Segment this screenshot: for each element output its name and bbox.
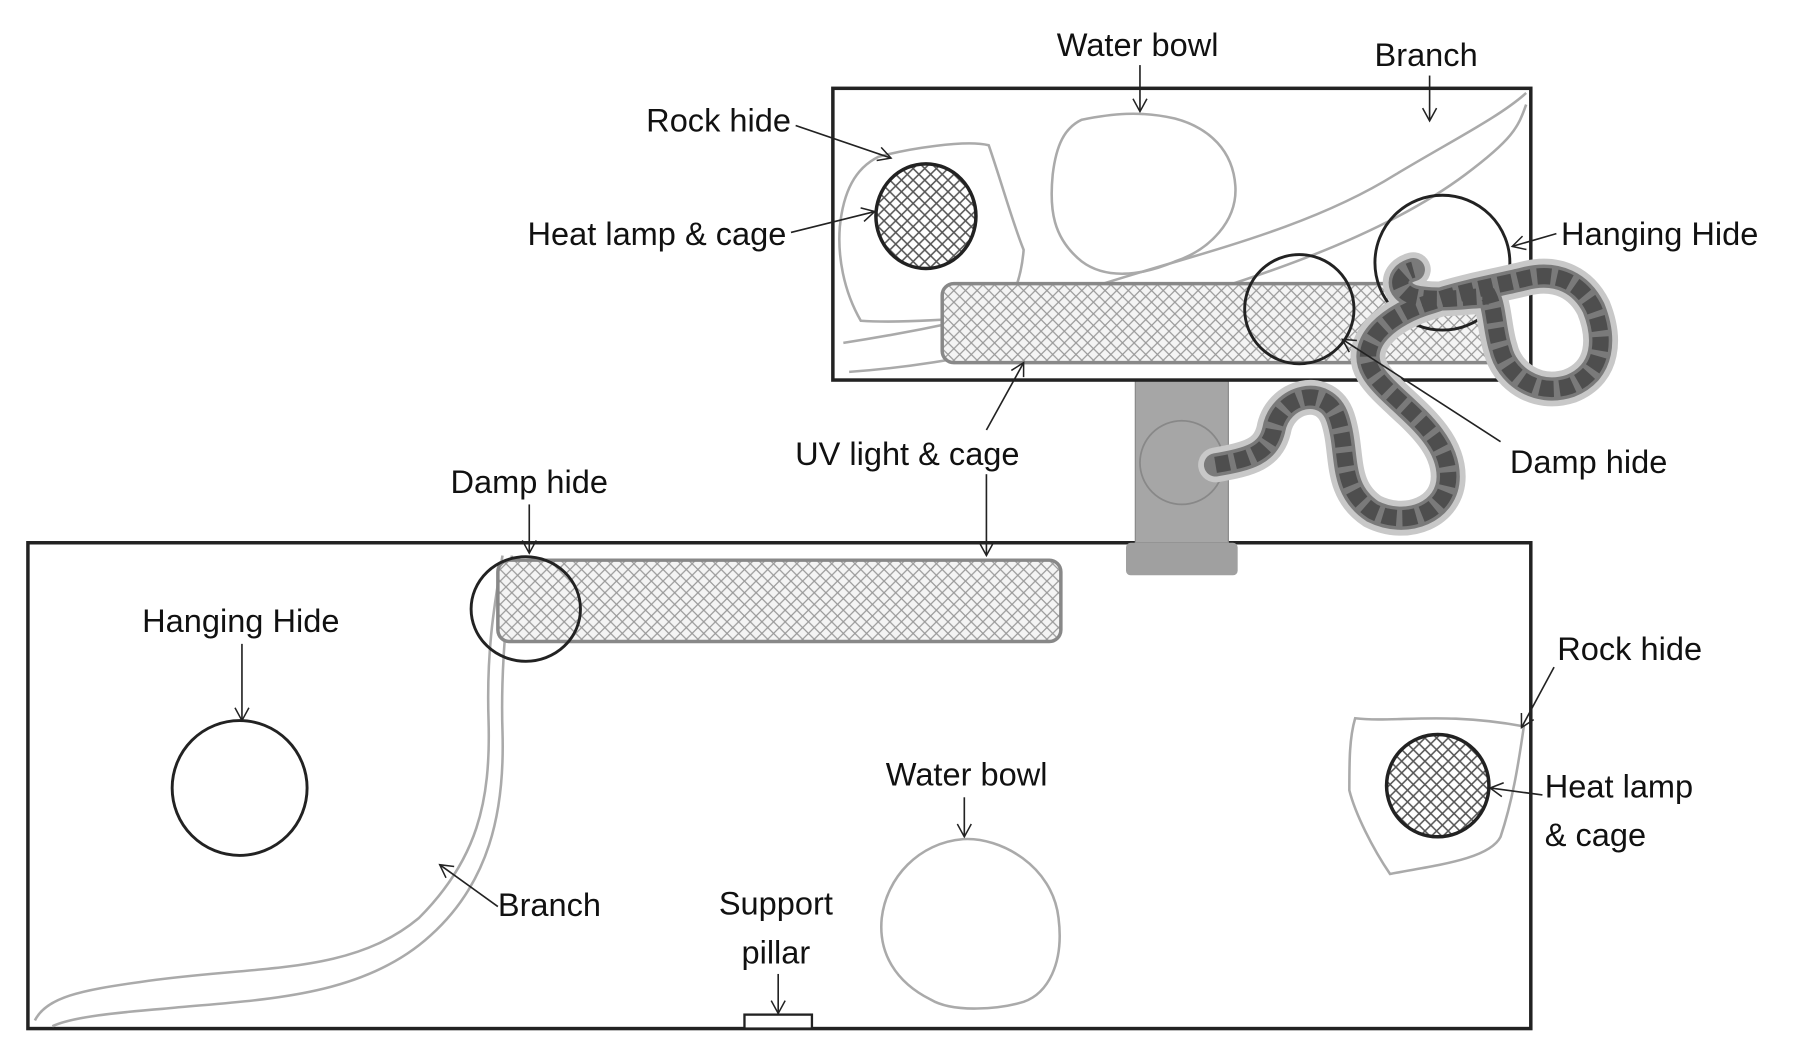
lower-damp-hide <box>469 555 582 663</box>
label-lower-heat-lamp-2: & cage <box>1545 817 1646 853</box>
label-lower-heat-lamp-1: Heat lamp <box>1545 768 1693 804</box>
label-upper-water-bowl: Water bowl <box>1057 27 1219 63</box>
arrow-upper-uv-light <box>985 361 1025 431</box>
arrow-upper-damp-hide <box>1341 338 1502 443</box>
lower-rock-hide <box>1348 716 1526 876</box>
arrow-upper-heat-lamp <box>790 207 877 234</box>
support-pillar-base <box>743 1013 814 1030</box>
label-lower-hanging-hide: Hanging Hide <box>142 603 339 639</box>
lower-water-bowl <box>880 837 1061 1010</box>
arrow-lower-rock-hide <box>1520 666 1555 729</box>
arrow-lower-heat-lamp <box>1488 782 1543 798</box>
label-lower-water-bowl: Water bowl <box>886 757 1048 793</box>
arrow-upper-hanging-hide <box>1510 232 1557 251</box>
label-lower-rock-hide: Rock hide <box>1557 631 1702 667</box>
label-lower-damp-hide: Damp hide <box>451 464 608 500</box>
upper-water-bowl <box>1050 112 1237 275</box>
label-lower-branch: Branch <box>498 887 601 923</box>
snake-pattern <box>1214 261 1609 527</box>
label-upper-rock-hide: Rock hide <box>646 102 791 138</box>
lower-enclosure <box>26 541 1533 1031</box>
label-support-pillar-2: pillar <box>741 934 810 970</box>
snake <box>1198 252 1618 536</box>
upper-enclosure <box>831 86 1533 382</box>
upper-damp-hide <box>1243 253 1356 366</box>
label-upper-hanging-hide: Hanging Hide <box>1561 216 1758 252</box>
label-upper-damp-hide: Damp hide <box>1510 444 1667 480</box>
label-upper-heat-lamp: Heat lamp & cage <box>528 216 787 252</box>
annotations: Water bowl Branch Rock hide Heat lamp & … <box>142 27 1758 1016</box>
arrow-upper-rock-hide <box>795 124 893 162</box>
label-upper-uv-light: UV light & cage <box>795 436 1019 472</box>
lower-branch <box>33 555 514 1028</box>
label-upper-branch: Branch <box>1375 37 1478 73</box>
lower-uv-light-cage <box>496 558 1063 644</box>
pillar-bottom-cap <box>1126 542 1238 576</box>
lower-heat-lamp-cage <box>1384 732 1491 839</box>
upper-heat-lamp-cage <box>874 162 978 271</box>
arrow-lower-branch <box>438 863 499 908</box>
label-support-pillar-1: Support <box>719 886 833 922</box>
upper-hanging-hide <box>1373 193 1512 332</box>
